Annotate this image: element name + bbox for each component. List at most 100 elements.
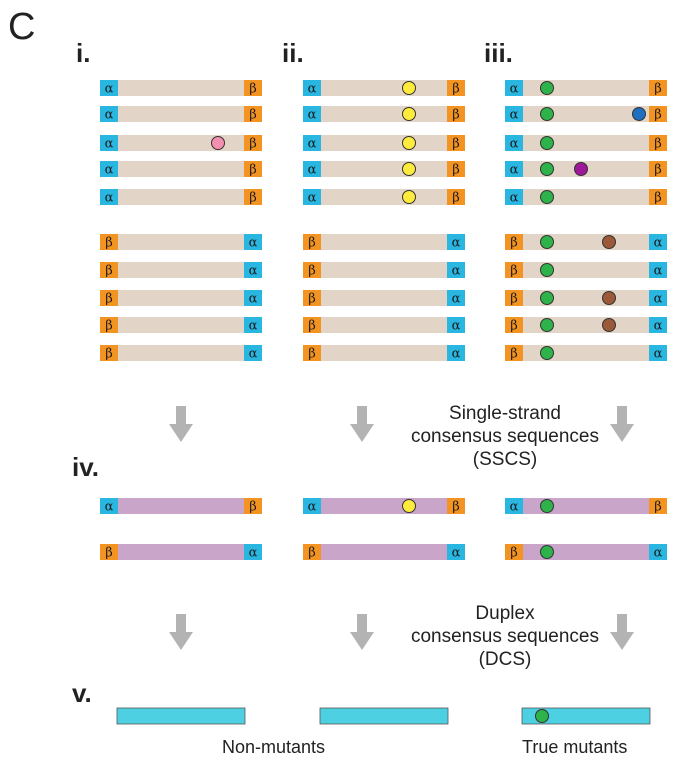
beta-tag-label: β	[452, 108, 460, 123]
alpha-tag-label: α	[105, 500, 114, 515]
alpha-tag	[649, 290, 667, 306]
beta-tag	[447, 189, 465, 205]
beta-tag	[100, 345, 118, 361]
alpha-tag-label: α	[249, 264, 258, 279]
beta-tag	[303, 345, 321, 361]
read-strand-bottom	[100, 317, 262, 333]
beta-tag	[649, 498, 667, 514]
beta-tag	[303, 317, 321, 333]
green-mutation-dot	[540, 499, 554, 513]
down-arrow	[350, 614, 374, 650]
alpha-tag	[505, 498, 523, 514]
alpha-tag-label: α	[654, 546, 663, 561]
beta-tag	[244, 106, 262, 122]
beta-tag	[649, 189, 667, 205]
read-strand-top	[505, 135, 667, 151]
alpha-tag-label: α	[452, 292, 461, 307]
alpha-tag	[303, 161, 321, 177]
alpha-tag-label: α	[249, 292, 258, 307]
green-mutation-dot	[540, 263, 554, 277]
read-strand-top	[100, 80, 262, 96]
dcs-strand	[116, 707, 246, 725]
alpha-tag-label: α	[654, 236, 663, 251]
beta-tag	[649, 161, 667, 177]
down-arrow	[610, 406, 634, 442]
beta-tag	[505, 290, 523, 306]
alpha-tag	[649, 345, 667, 361]
alpha-tag	[505, 106, 523, 122]
beta-tag-label: β	[510, 292, 518, 307]
beta-tag	[244, 189, 262, 205]
down-arrow	[169, 614, 193, 650]
beta-tag-label: β	[249, 163, 257, 178]
down-arrow	[610, 614, 634, 650]
beta-tag-label: β	[308, 546, 316, 561]
alpha-tag	[244, 345, 262, 361]
read-strand-bottom	[505, 290, 667, 306]
alpha-tag-label: α	[654, 264, 663, 279]
beta-tag-label: β	[452, 163, 460, 178]
alpha-tag-label: α	[510, 163, 519, 178]
read-strand-bottom	[505, 345, 667, 361]
beta-tag	[505, 544, 523, 560]
alpha-tag-label: α	[510, 191, 519, 206]
beta-tag-label: β	[105, 264, 113, 279]
beta-tag-label: β	[249, 108, 257, 123]
magenta-mutation-dot	[574, 162, 588, 176]
alpha-tag-label: α	[452, 236, 461, 251]
alpha-tag	[303, 80, 321, 96]
alpha-tag	[100, 189, 118, 205]
section-label-iii: iii.	[484, 38, 513, 68]
beta-tag-label: β	[105, 347, 113, 362]
read-strand-bottom	[303, 317, 465, 333]
alpha-tag	[100, 161, 118, 177]
alpha-tag-label: α	[249, 236, 258, 251]
alpha-tag-label: α	[510, 500, 519, 515]
dcs-caption-line-2: consensus sequences	[410, 626, 599, 647]
beta-tag	[244, 135, 262, 151]
green-mutation-dot	[540, 291, 554, 305]
beta-tag-label: β	[654, 163, 662, 178]
alpha-tag	[649, 544, 667, 560]
down-arrow	[169, 406, 193, 442]
down-arrow	[350, 406, 374, 442]
alpha-tag	[244, 544, 262, 560]
alpha-tag	[505, 189, 523, 205]
read-strand-top	[303, 161, 465, 177]
beta-tag	[447, 106, 465, 122]
alpha-tag	[447, 345, 465, 361]
beta-tag-label: β	[308, 236, 316, 251]
beta-tag	[649, 135, 667, 151]
alpha-tag-label: α	[249, 546, 258, 561]
yellow-mutation-dot	[402, 136, 416, 150]
beta-tag	[100, 234, 118, 250]
dcs-strand	[521, 707, 651, 725]
beta-tag	[100, 544, 118, 560]
beta-tag	[447, 135, 465, 151]
alpha-tag-label: α	[510, 108, 519, 123]
beta-tag-label: β	[249, 191, 257, 206]
green-mutation-dot	[540, 318, 554, 332]
alpha-tag	[649, 317, 667, 333]
brown-mutation-dot	[602, 235, 616, 249]
alpha-tag-label: α	[654, 319, 663, 334]
sscs-strand-bottom	[505, 544, 667, 560]
beta-tag	[505, 317, 523, 333]
read-strand-bottom	[100, 345, 262, 361]
beta-tag	[505, 262, 523, 278]
beta-tag-label: β	[510, 264, 518, 279]
green-mutation-dot	[540, 346, 554, 360]
alpha-tag	[244, 262, 262, 278]
beta-tag	[649, 106, 667, 122]
alpha-tag-label: α	[105, 82, 114, 97]
alpha-tag-label: α	[105, 191, 114, 206]
green-mutation-dot	[540, 190, 554, 204]
yellow-mutation-dot	[402, 107, 416, 121]
alpha-tag	[244, 234, 262, 250]
read-strand-top	[303, 106, 465, 122]
alpha-tag	[447, 544, 465, 560]
sscs-caption-line-2: consensus sequences	[410, 426, 599, 447]
true-mutants-label: True mutants	[522, 737, 628, 757]
beta-tag	[100, 290, 118, 306]
alpha-tag-label: α	[452, 319, 461, 334]
